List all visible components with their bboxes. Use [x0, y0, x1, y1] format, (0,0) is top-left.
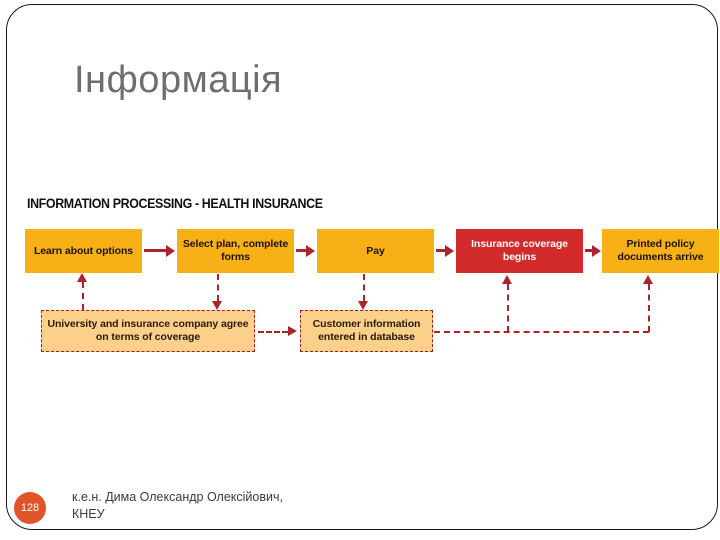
arrowhead-down-university [212, 301, 222, 310]
arrow-insurance-to-printed [585, 244, 601, 257]
arrowhead-up-printed [643, 275, 653, 284]
arrow-learn-to-select [144, 244, 175, 257]
slide-number-badge: 128 [14, 492, 46, 524]
process-node-select-plan: Select plan, complete forms [177, 229, 294, 273]
footer-author-line1: к.е.н. Дима Олександр Олексійович, [72, 490, 283, 504]
arrow-select-to-pay [296, 244, 315, 257]
dashed-line-select-to-university [217, 274, 219, 301]
process-flow-diagram: INFORMATION PROCESSING - HEALTH INSURANC… [22, 196, 719, 386]
arrowhead-up-insurance [502, 275, 512, 284]
process-node-learn-about-options: Learn about options [25, 229, 142, 273]
footer-author: к.е.н. Дима Олександр Олексійович, КНЕУ [72, 489, 392, 523]
arrowhead-right-customer [288, 326, 297, 336]
page-title: Інформація [74, 59, 283, 101]
dashed-line-bus-to-printed [648, 284, 650, 332]
process-node-pay: Pay [317, 229, 434, 273]
arrow-pay-to-insurance [436, 244, 454, 257]
arrowhead-up-learn [77, 273, 87, 282]
support-node-customer-information: Customer information entered in database [300, 310, 433, 352]
diagram-heading: INFORMATION PROCESSING - HEALTH INSURANC… [27, 196, 323, 211]
support-node-university-agreement: University and insurance company agree o… [41, 310, 255, 352]
process-node-insurance-coverage-begins: Insurance coverage begins [456, 229, 583, 273]
dashed-line-university-to-learn [82, 282, 84, 310]
dashed-line-customer-bus [434, 331, 649, 333]
dashed-line-bus-to-insurance [507, 284, 509, 332]
process-node-printed-policy-documents: Printed policy documents arrive [602, 229, 719, 273]
footer-author-line2: КНЕУ [72, 507, 105, 521]
arrowhead-down-customer [358, 301, 368, 310]
dashed-line-pay-to-customer [363, 274, 365, 301]
dashed-line-university-to-customer [258, 331, 288, 333]
